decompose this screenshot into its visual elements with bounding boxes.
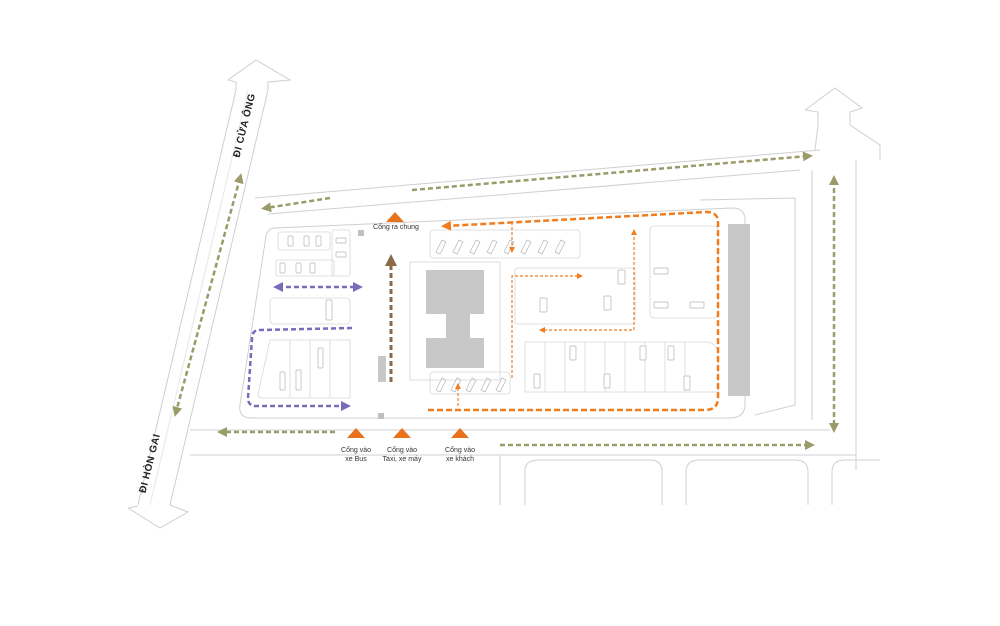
parked-vehicles: [279, 235, 705, 393]
gate-label-taxi-line1: Cổng vào: [387, 447, 417, 454]
gate-label-exit-common: Cổng ra chung: [373, 224, 419, 231]
gate-label-taxi: Cổng vào Taxi, xe máy: [372, 446, 432, 464]
road-flow-arrows: [172, 151, 839, 450]
road-outlines: [127, 59, 881, 529]
gate-exit-common-marker: [386, 212, 404, 222]
terminal-building: [409, 261, 501, 381]
bus-shelter: [378, 356, 386, 382]
gate-label-bus-line2: xe Bus: [345, 456, 367, 463]
passenger-flow-arrows: [428, 210, 720, 412]
gate-label-bus: Cổng vào xe Bus: [326, 446, 386, 464]
site-boundary: [239, 197, 796, 419]
gate-passenger-marker: [451, 428, 469, 438]
side-building: [728, 224, 750, 396]
gate-bus-marker: [347, 428, 365, 438]
guard-post-bottom: [378, 413, 384, 419]
gate-label-bus-line1: Cổng vào: [341, 447, 371, 454]
guard-post-top: [358, 230, 364, 236]
gate-label-passenger-line1: Cổng vào: [445, 447, 475, 454]
bus-flow-arrows: [246, 282, 363, 411]
gate-label-taxi-line2: Taxi, xe máy: [382, 456, 422, 463]
gate-taxi-marker: [393, 428, 411, 438]
gate-label-passenger-line2: xe khách: [445, 456, 475, 463]
gate-markers: [347, 212, 469, 438]
gate-label-passenger: Cổng vào xe khách: [430, 446, 490, 464]
